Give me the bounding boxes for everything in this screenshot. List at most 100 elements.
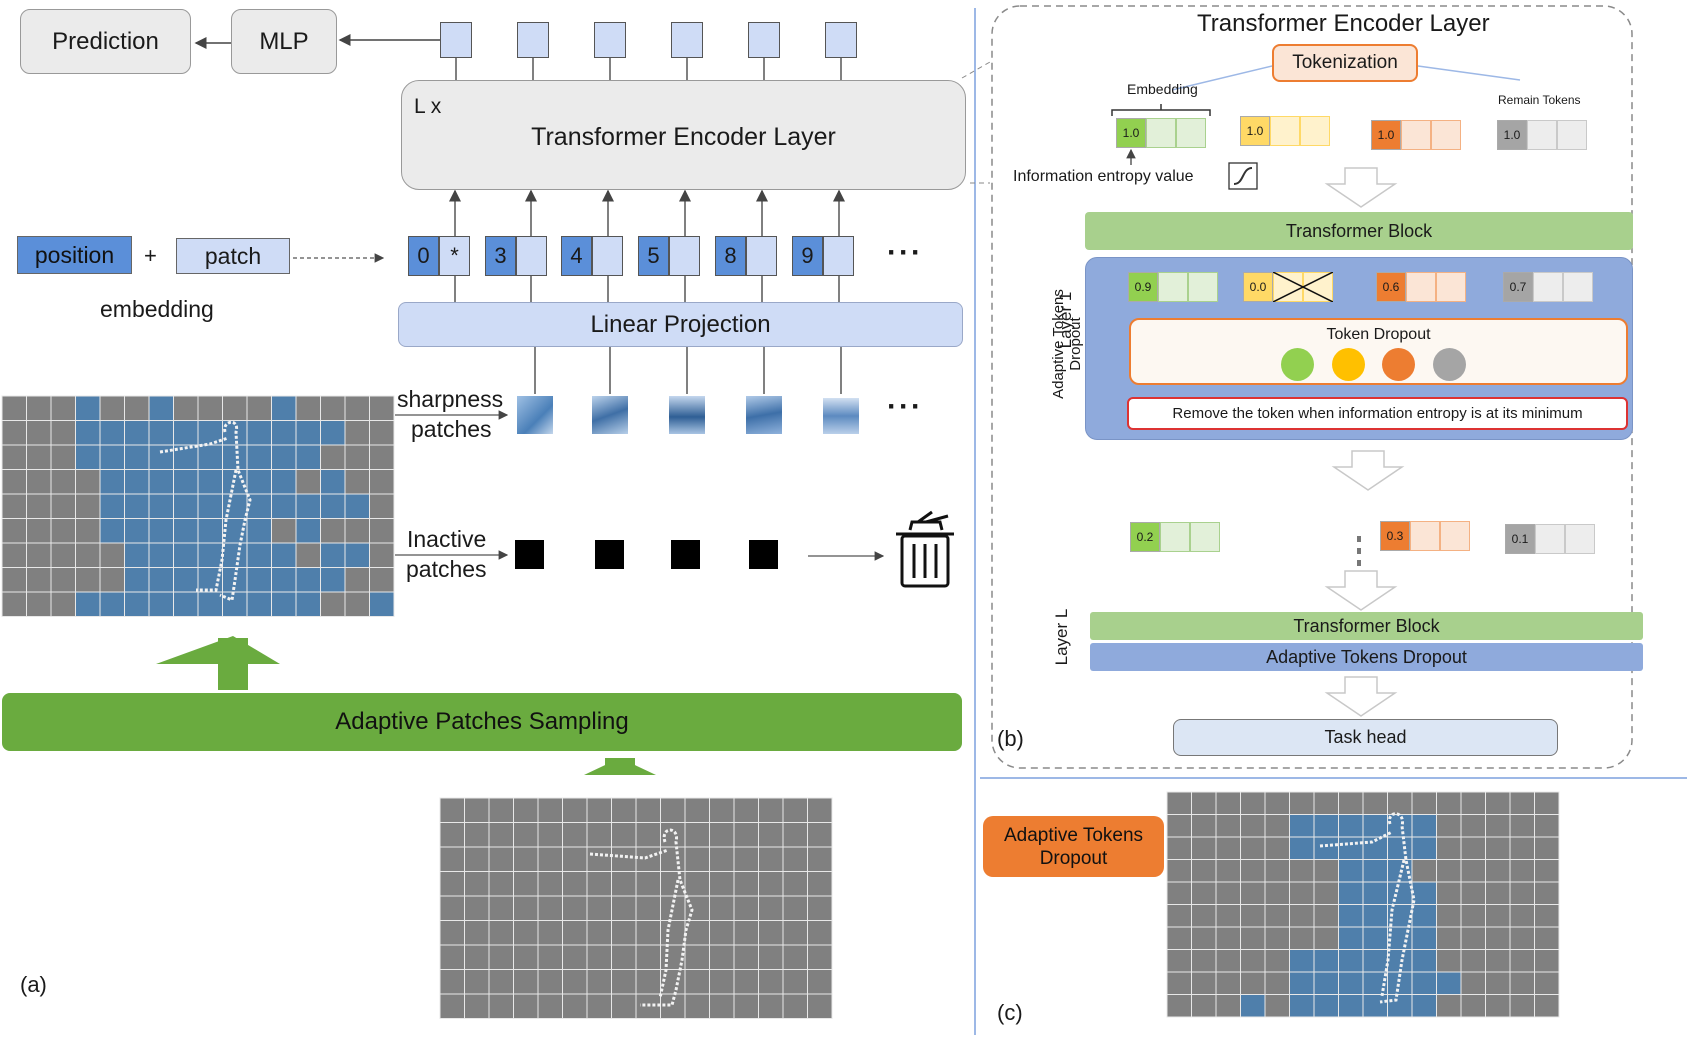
grid-cell — [26, 542, 52, 568]
grid-cell — [1166, 926, 1192, 950]
grid-cell — [197, 542, 223, 568]
grid-cell — [513, 993, 539, 1019]
grid-cell — [439, 969, 465, 995]
grid-cell — [1, 395, 27, 421]
grid-cell — [1436, 994, 1462, 1018]
embedding-cell — [1431, 120, 1461, 150]
grid-cell — [733, 846, 759, 872]
tag-line-1: Adaptive Tokens — [1003, 824, 1144, 846]
grid-cell — [1313, 926, 1339, 950]
grid-cell — [537, 797, 563, 823]
grid-cell — [1313, 814, 1339, 838]
grid-cell — [1436, 926, 1462, 950]
grid-cell — [344, 469, 370, 495]
grid-cell — [124, 395, 150, 421]
prediction-box: Prediction — [20, 9, 191, 74]
grid-cell — [1264, 926, 1290, 950]
grid-cell — [1191, 814, 1217, 838]
grid-cell — [562, 797, 588, 823]
grid-cell — [758, 797, 784, 823]
grid-cell — [758, 822, 784, 848]
panel-c-label: (c) — [997, 1000, 1023, 1025]
sharpness-patch — [823, 398, 859, 434]
grid-cell — [99, 444, 125, 470]
plus-sign: + — [144, 243, 157, 268]
grid-cell — [611, 969, 637, 995]
panel-b-title: Transformer Encoder Layer — [1197, 10, 1490, 37]
grid-cell — [1509, 971, 1535, 995]
grid-cell — [344, 493, 370, 519]
dropout-grid-image — [1166, 791, 1560, 1018]
grid-cell — [369, 395, 395, 421]
grid-cell — [1436, 971, 1462, 995]
grid-cell — [222, 444, 248, 470]
grid-cell — [1289, 836, 1315, 860]
grid-cell — [197, 444, 223, 470]
grid-cell — [1436, 836, 1462, 860]
grid-cell — [1191, 926, 1217, 950]
grid-cell — [439, 822, 465, 848]
embedding-cell — [1436, 272, 1466, 302]
grid-cell — [1313, 971, 1339, 995]
grid-cell — [1460, 904, 1486, 928]
patch-token — [746, 236, 777, 276]
sharpness-patch — [669, 396, 705, 434]
panel-a-label: (a) — [20, 972, 47, 997]
embedding-cell — [1565, 524, 1595, 554]
grid-cell — [246, 591, 272, 617]
grid-cell — [807, 920, 833, 946]
grid-cell — [635, 895, 661, 921]
grid-cell — [1485, 949, 1511, 973]
adaptive-sampling-label: Adaptive Patches Sampling — [335, 708, 629, 735]
grid-cell — [782, 797, 808, 823]
grid-cell — [1460, 791, 1486, 815]
grid-cell — [295, 395, 321, 421]
grid-cell — [439, 944, 465, 970]
grid-cell — [586, 920, 612, 946]
grid-cell — [75, 469, 101, 495]
grid-cell — [1460, 949, 1486, 973]
grid-cell — [222, 591, 248, 617]
grid-cell — [148, 493, 174, 519]
grid-cell — [1166, 881, 1192, 905]
grid-cell — [1313, 949, 1339, 973]
grid-cell — [1313, 994, 1339, 1018]
grid-cell — [684, 797, 710, 823]
grid-cell — [464, 846, 490, 872]
grid-cell — [369, 444, 395, 470]
person-silhouette — [1319, 812, 1416, 1004]
grid-cell — [246, 493, 272, 519]
grid-cell — [320, 493, 346, 519]
adaptive-dropout-vertical-text: Adaptive Tokens Dropout — [1050, 289, 1084, 399]
grid-cell — [1460, 814, 1486, 838]
grid-cell — [295, 444, 321, 470]
grid-cell — [562, 944, 588, 970]
embedding-cell — [1160, 522, 1190, 552]
embedding-cell — [1158, 272, 1188, 302]
grid-cell — [611, 797, 637, 823]
grid-cell — [1240, 994, 1266, 1018]
grid-cell — [1485, 814, 1511, 838]
grid-cell — [513, 944, 539, 970]
grid-cell — [807, 871, 833, 897]
grid-cell — [1289, 791, 1315, 815]
grid-cell — [1509, 791, 1535, 815]
info-entropy-label: Information entropy value — [1013, 168, 1194, 185]
grid-cell — [320, 395, 346, 421]
grid-cell — [1313, 859, 1339, 883]
grid-cell — [320, 469, 346, 495]
grid-cell — [1460, 971, 1486, 995]
grid-cell — [148, 420, 174, 446]
grid-cell — [488, 969, 514, 995]
grid-cell — [50, 395, 76, 421]
grid-cell — [1485, 836, 1511, 860]
grid-cell — [464, 895, 490, 921]
grid-cell — [1191, 904, 1217, 928]
grid-cell — [488, 993, 514, 1019]
transformer-block-l-label: Transformer Block — [1293, 615, 1440, 636]
grid-cell — [1362, 904, 1388, 928]
embedding-cell — [1273, 272, 1303, 302]
grid-cell — [148, 444, 174, 470]
grid-cell — [807, 993, 833, 1019]
grid-cell — [75, 567, 101, 593]
